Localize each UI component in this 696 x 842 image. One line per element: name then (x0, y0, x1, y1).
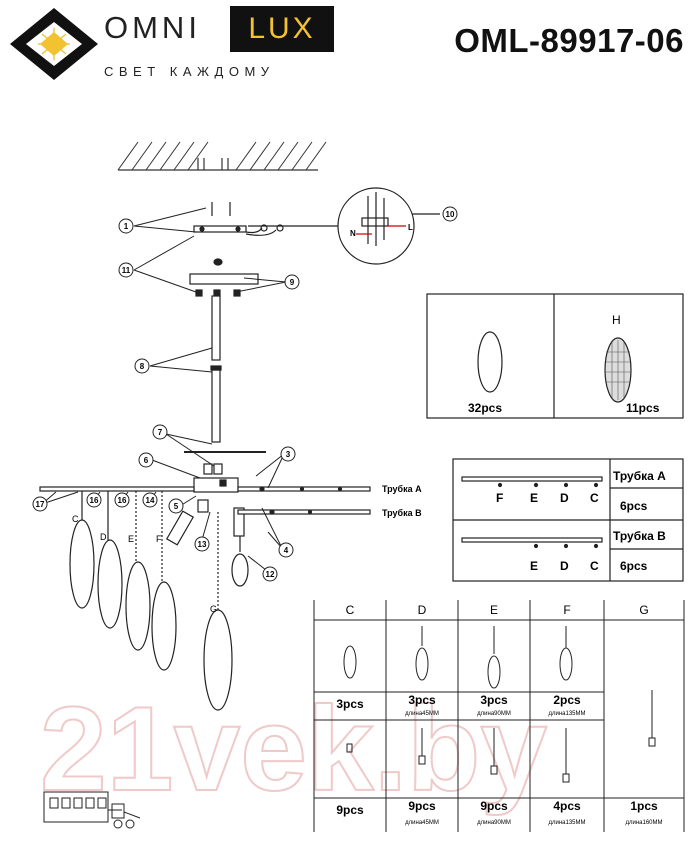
callout-13: 13 (198, 540, 207, 549)
tube-a-label: Трубка A (382, 484, 422, 494)
tube-box-a-count: 6pcs (620, 499, 648, 513)
callout-8: 8 (140, 362, 145, 371)
rings-box (426, 293, 684, 419)
row2-g-count: 1pcs (630, 799, 658, 813)
tube-box-a-label: Трубка A (613, 469, 666, 483)
callout-1: 1 (124, 222, 129, 231)
callout-16a: 16 (90, 496, 99, 505)
brand-slogan: СВЕТ КАЖДОМУ (104, 64, 275, 79)
watermark: 21vek.by (40, 682, 547, 816)
pendant-letter-g: G (210, 604, 217, 614)
canopy (189, 273, 259, 297)
wire-label-l: L (408, 223, 413, 232)
extension-rods (210, 295, 222, 443)
tube-box (452, 458, 684, 582)
tube-b-mark-c: C (590, 559, 599, 573)
mounting-bracket (193, 202, 284, 266)
central-hub (165, 451, 266, 546)
pendant-letter-f: F (156, 534, 162, 544)
ceiling (117, 141, 327, 171)
row2-g-length: длина160MM (625, 820, 662, 826)
tube-b (237, 509, 371, 515)
callout-7: 7 (158, 428, 163, 437)
row2-f-length: длина135MM (548, 820, 585, 826)
tube-a-mark-d: D (560, 491, 569, 505)
row2-e-count: 9pcs (480, 799, 508, 813)
row2-f-count: 4pcs (553, 799, 581, 813)
wiring-detail (248, 187, 440, 265)
table-header-d: D (418, 603, 427, 617)
table-header-f: F (563, 603, 570, 617)
model-number: OML-89917-06 (454, 22, 684, 59)
callout-16b: 16 (118, 496, 127, 505)
tube-b-mark-d: D (560, 559, 569, 573)
table-header-e: E (490, 603, 498, 617)
row1-e-length: длина90MM (477, 711, 511, 717)
tube-a (39, 486, 371, 492)
tube-b-mark-e: E (530, 559, 538, 573)
row1-f-length: длина135MM (548, 711, 585, 717)
brand-lux: LUX (230, 6, 334, 52)
brand-omni: OMNI (104, 10, 201, 45)
callout-9: 9 (290, 278, 295, 287)
parts-table-grid (313, 600, 685, 832)
callout-6: 6 (144, 456, 149, 465)
row2-e-length: длина90MM (477, 820, 511, 826)
row1-d-length: длина45MM (405, 711, 439, 717)
omnilux-logo-icon (10, 8, 98, 80)
callout-10: 10 (446, 210, 455, 219)
tube-box-b-label: Трубка B (613, 529, 666, 543)
terminal-block (43, 791, 141, 829)
table-header-c: C (346, 603, 355, 617)
callout-17: 17 (36, 500, 45, 509)
parts-table-pendants (343, 626, 656, 783)
callout-5: 5 (174, 502, 179, 511)
shade-count: 11pcs (626, 401, 660, 415)
callout-3: 3 (286, 450, 291, 459)
pendant-letter-d: D (100, 532, 107, 542)
row1-f-count: 2pcs (553, 693, 581, 707)
tube-a-mark-f: F (496, 491, 503, 505)
row2-d-length: длина45MM (405, 820, 439, 826)
ring-count: 32pcs (468, 401, 502, 415)
callout-11: 11 (122, 266, 131, 275)
row1-e-count: 3pcs (480, 693, 508, 707)
pendant-rings (69, 491, 249, 711)
callout-12: 12 (266, 570, 275, 579)
pendant-letter-e: E (128, 534, 134, 544)
callout-4: 4 (284, 546, 289, 555)
tube-b-label: Трубка B (382, 508, 422, 518)
tube-a-mark-c: C (590, 491, 599, 505)
pendant-letter-c: C (72, 514, 79, 524)
row1-c-count: 3pcs (336, 697, 364, 711)
table-header-g: G (639, 603, 648, 617)
shade-mesh (606, 340, 630, 400)
wire-label-n: N (350, 229, 356, 238)
tube-a-mark-e: E (530, 491, 538, 505)
shade-letter-h: H (612, 313, 621, 327)
callout-14: 14 (146, 496, 155, 505)
callout-leaders (41, 207, 287, 571)
callout-markers (32, 206, 458, 582)
row2-c-count: 9pcs (336, 803, 364, 817)
tube-box-b-count: 6pcs (620, 559, 648, 573)
row1-d-count: 3pcs (408, 693, 436, 707)
row2-d-count: 9pcs (408, 799, 436, 813)
